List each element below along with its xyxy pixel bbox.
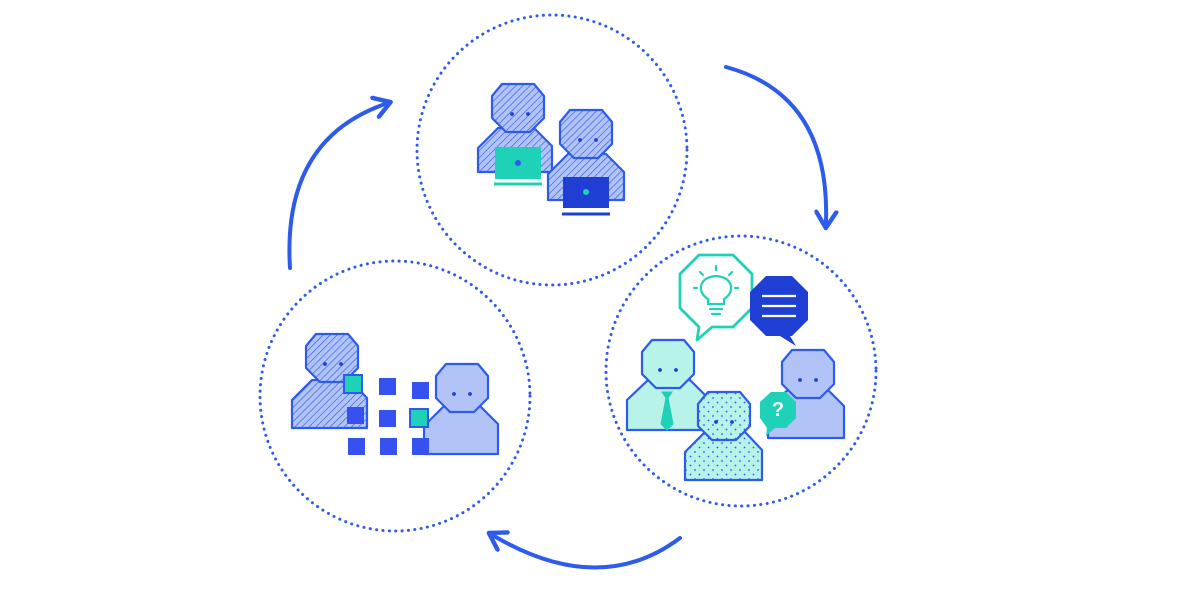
- person-lavender-left: [422, 362, 500, 456]
- lightbulb-bubble: [678, 253, 754, 342]
- person-head: [490, 82, 546, 134]
- grid-tile: [379, 378, 396, 395]
- cycle-arrow-top-left: [287, 104, 385, 270]
- person-eye: [468, 392, 472, 396]
- speech-bubble-teal: [678, 253, 754, 342]
- person-eye: [526, 112, 530, 116]
- person-eye: [658, 368, 662, 372]
- grid-tile: [412, 438, 429, 455]
- grid-tile: [348, 438, 365, 455]
- person-eye: [798, 378, 802, 382]
- cycle-arrow-bottom: [494, 536, 682, 570]
- person-laptop-back: [476, 82, 554, 186]
- tile-grid: [343, 374, 429, 455]
- person-eye: [730, 420, 734, 424]
- grid-tile: [347, 407, 364, 424]
- document-lines-icon: [762, 294, 796, 318]
- person-laptop-front: [546, 108, 626, 216]
- person-dotted: [683, 390, 764, 482]
- grid-tile-highlight: [343, 374, 363, 394]
- person-tie: [625, 338, 710, 432]
- person-eye: [674, 368, 678, 372]
- person-eye: [510, 112, 514, 116]
- person-head: [558, 108, 614, 160]
- grid-tile: [412, 382, 429, 399]
- person-eye: [594, 138, 598, 142]
- person-body: [422, 404, 500, 456]
- grid-tile: [379, 410, 396, 427]
- person-head: [640, 338, 696, 390]
- person-eye: [814, 378, 818, 382]
- laptop-logo: [515, 160, 521, 166]
- grid-tile: [380, 438, 397, 455]
- stage-circle-left: [258, 259, 532, 533]
- lightbulb-icon: [692, 264, 740, 316]
- question-bubble: ?: [760, 392, 796, 436]
- laptop-logo: [583, 189, 589, 195]
- cycle-arrow-top-right: [724, 65, 826, 222]
- grid-tile-highlight: [409, 408, 429, 428]
- person-eye: [452, 392, 456, 396]
- question-mark-label: ?: [772, 399, 784, 421]
- person-head: [696, 390, 752, 442]
- person-eye: [714, 420, 718, 424]
- stage-circle-right: [604, 234, 878, 508]
- person-eye: [323, 362, 327, 366]
- necktie: [660, 391, 674, 431]
- person-head: [434, 362, 490, 414]
- person-eye: [578, 138, 582, 142]
- stage-circle-top: [415, 13, 689, 287]
- question-mark-icon: [760, 392, 796, 436]
- person-head: [780, 348, 836, 400]
- document-bubble: [750, 276, 808, 346]
- speech-bubble-blue: [750, 276, 808, 346]
- person-eye: [339, 362, 343, 366]
